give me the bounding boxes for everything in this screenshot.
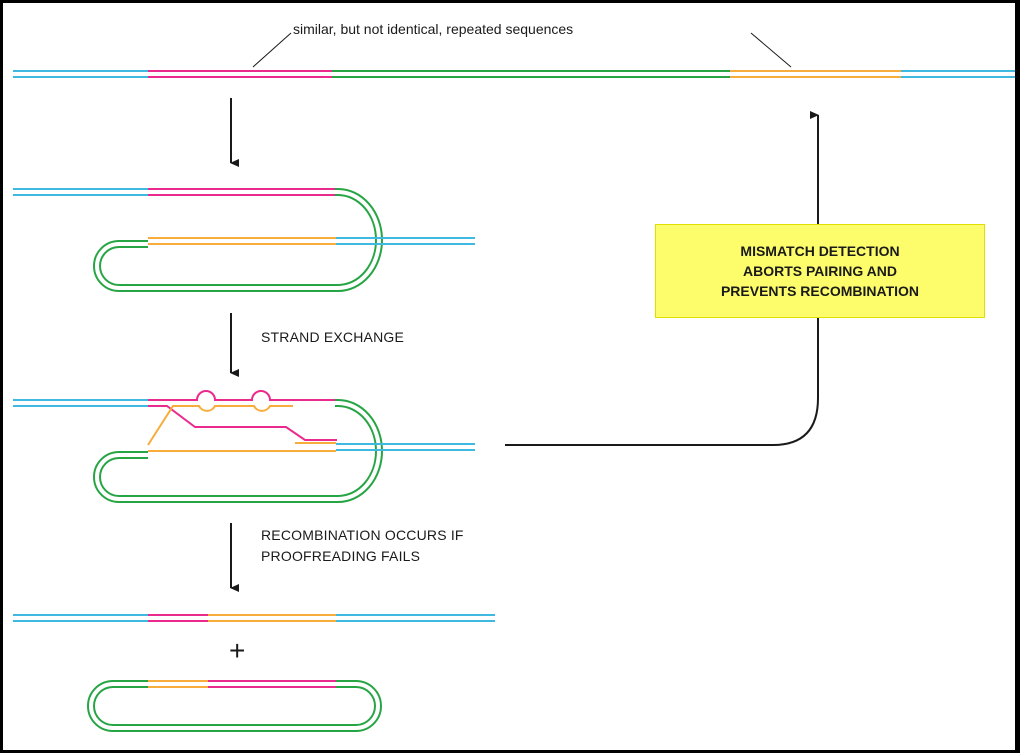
mismatch-callout-text: MISMATCH DETECTION ABORTS PAIRING AND PR… xyxy=(720,243,920,299)
recombination-label-line2: PROOFREADING FAILS xyxy=(261,548,421,564)
folded-dna-aligned xyxy=(13,188,475,292)
repeated-sequences-label: similar, but not identical, repeated seq… xyxy=(293,21,574,37)
mismatch-feedback-arrow xyxy=(505,111,819,446)
recombined-linear-product xyxy=(13,614,495,622)
strand-exchange-label: STRAND EXCHANGE xyxy=(261,329,405,345)
mismatch-callout-box: MISMATCH DETECTION ABORTS PAIRING AND PR… xyxy=(655,224,985,318)
strand-exchange-dna xyxy=(13,390,475,503)
recombination-diagram xyxy=(13,32,1015,732)
plus-sign: + xyxy=(229,635,246,666)
excised-circle-product xyxy=(87,680,382,732)
label-pointer-left xyxy=(252,32,292,68)
label-pointer-right xyxy=(750,32,792,68)
linear-dna-initial xyxy=(13,70,1015,78)
recombination-label-line1: RECOMBINATION OCCURS IF xyxy=(261,527,464,543)
